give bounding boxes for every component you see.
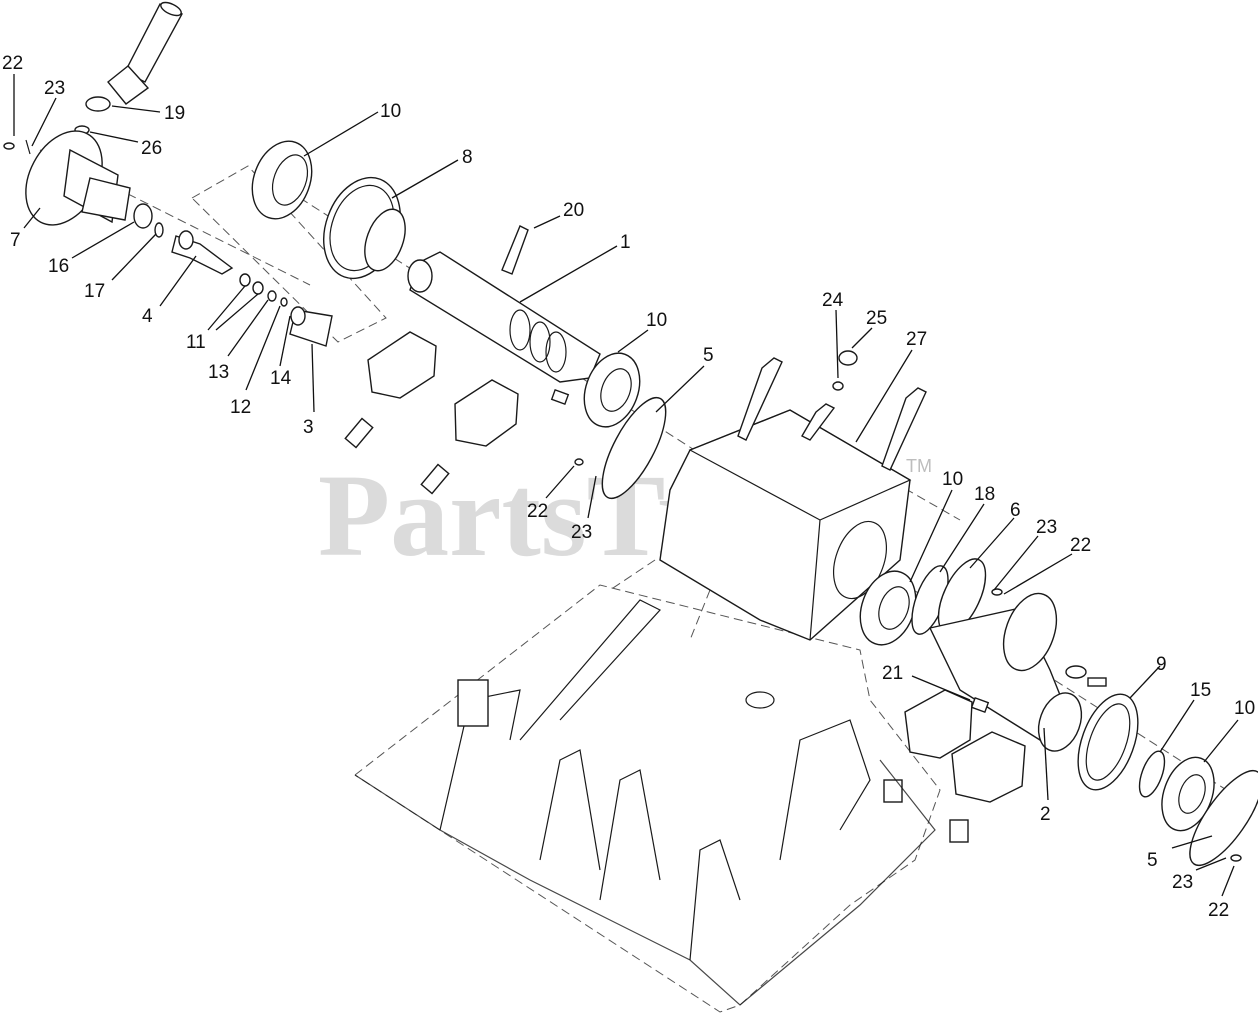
callout-20: 20 bbox=[563, 200, 584, 221]
callout-22-b: 22 bbox=[527, 501, 548, 522]
callout-1: 1 bbox=[620, 232, 631, 253]
callout-2: 2 bbox=[1040, 804, 1051, 825]
callout-3: 3 bbox=[303, 417, 314, 438]
callout-17: 17 bbox=[84, 281, 105, 302]
callout-6: 6 bbox=[1010, 500, 1021, 521]
callout-10-a: 10 bbox=[380, 101, 401, 122]
callout-13: 13 bbox=[208, 362, 229, 383]
callout-19: 19 bbox=[164, 103, 185, 124]
callout-labels: 22 23 19 26 7 10 8 20 1 16 17 4 11 13 12… bbox=[2, 53, 1255, 921]
callout-26: 26 bbox=[141, 138, 162, 159]
callout-27: 27 bbox=[906, 329, 927, 350]
assembly-guide-lines bbox=[39, 149, 1251, 1013]
bearing-and-gear bbox=[251, 140, 406, 280]
callout-18: 18 bbox=[974, 484, 995, 505]
callout-11: 11 bbox=[186, 332, 206, 353]
callout-23-c: 23 bbox=[1036, 517, 1057, 538]
callout-10-b: 10 bbox=[646, 310, 667, 331]
callout-25: 25 bbox=[866, 308, 887, 329]
callout-8: 8 bbox=[462, 147, 473, 168]
callout-7: 7 bbox=[10, 230, 21, 251]
eccentric-weights-lower bbox=[883, 689, 1026, 843]
callout-23-b: 23 bbox=[571, 522, 592, 543]
callout-21: 21 bbox=[882, 663, 903, 684]
callout-24: 24 bbox=[822, 290, 844, 311]
callout-22-d: 22 bbox=[1208, 900, 1229, 921]
callout-22-c: 22 bbox=[1070, 535, 1091, 556]
callout-12: 12 bbox=[230, 397, 251, 418]
callout-16: 16 bbox=[48, 256, 69, 277]
callout-10-c: 10 bbox=[942, 469, 963, 490]
exciter-housing bbox=[659, 350, 927, 641]
base-plate bbox=[354, 599, 936, 1006]
trademark-symbol: TM bbox=[906, 456, 932, 476]
eccentric-weights-upper bbox=[344, 331, 519, 495]
callout-15: 15 bbox=[1190, 680, 1211, 701]
callout-23-d: 23 bbox=[1172, 872, 1193, 893]
callout-23-a: 23 bbox=[44, 78, 65, 99]
right-side-assembly bbox=[859, 558, 1258, 866]
callout-9: 9 bbox=[1156, 654, 1167, 675]
callout-10-d: 10 bbox=[1234, 698, 1255, 719]
callout-22-a: 22 bbox=[2, 53, 23, 74]
middle-bearing-and-cover bbox=[574, 352, 667, 500]
callout-leaders bbox=[13, 74, 1239, 897]
callout-4: 4 bbox=[142, 306, 153, 327]
eccentric-shaft bbox=[407, 225, 601, 405]
callout-5-a: 5 bbox=[703, 345, 714, 366]
callout-5-b: 5 bbox=[1147, 850, 1158, 871]
drive-shaft-assembly bbox=[3, 1, 333, 347]
callout-14: 14 bbox=[270, 368, 292, 389]
